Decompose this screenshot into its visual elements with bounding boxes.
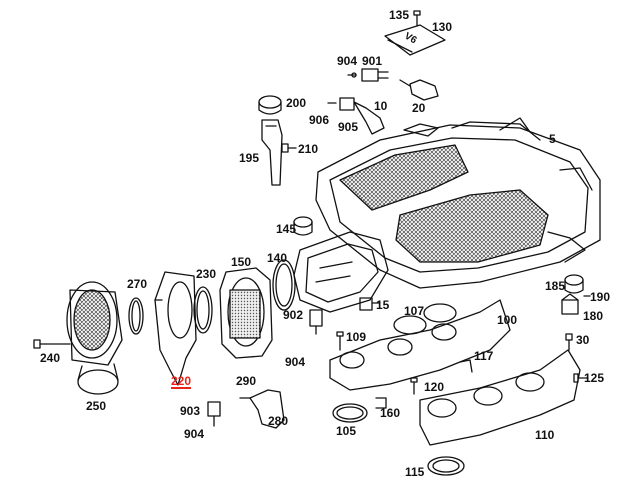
part-160-clip	[375, 397, 387, 409]
callout-100: 100	[497, 313, 518, 327]
callout-280: 280	[268, 414, 289, 428]
part-135-screw	[413, 10, 421, 27]
callout-905: 905	[338, 120, 359, 134]
callout-125: 125	[584, 371, 605, 385]
callout-906: 906	[309, 113, 330, 127]
callout-5: 5	[549, 132, 556, 146]
callout-130: 130	[432, 20, 453, 34]
callout-105: 105	[336, 424, 357, 438]
part-105-gasket	[332, 403, 368, 423]
callout-904: 904	[337, 54, 358, 68]
callout-290: 290	[236, 374, 257, 388]
callout-200: 200	[286, 96, 307, 110]
part-195-bracket	[261, 119, 283, 186]
callout-210: 210	[298, 142, 319, 156]
callout-135: 135	[389, 8, 410, 22]
part-145-cap	[293, 216, 313, 236]
callout-195: 195	[239, 151, 260, 165]
callout-15: 15	[376, 298, 390, 312]
part-902-connector	[309, 309, 323, 335]
callout-117: 117	[474, 349, 494, 363]
part-903-connector	[207, 401, 221, 427]
part-120-bolt	[410, 377, 418, 395]
callout-115: 115	[405, 465, 425, 479]
callout-185: 185	[545, 279, 566, 293]
part-250-air-intake	[66, 281, 123, 395]
part-100-lower-manifold	[329, 299, 511, 391]
callout-270: 270	[127, 277, 148, 291]
callout-902: 902	[283, 308, 304, 322]
callout-20: 20	[412, 101, 426, 115]
part-185-cap	[564, 274, 584, 294]
callout-107: 107	[404, 304, 425, 318]
callout-220-highlighted: 220	[171, 374, 192, 389]
callout-180: 180	[583, 309, 604, 323]
part-lower-housing	[293, 231, 389, 313]
part-270-seal	[128, 297, 144, 335]
callout-150: 150	[231, 255, 252, 269]
part-15-sensor	[359, 297, 381, 311]
part-230-o-ring	[193, 286, 213, 334]
part-180-fitting	[561, 293, 579, 315]
part-20-valve	[399, 79, 439, 101]
callout-110: 110	[535, 428, 555, 442]
part-140-seal	[272, 259, 296, 311]
callout-230: 230	[196, 267, 217, 281]
callout-140: 140	[267, 251, 288, 265]
part-210-bolt	[281, 143, 297, 153]
part-130-engine-cover-badge	[384, 24, 446, 56]
callout-904: 904	[184, 427, 205, 441]
part-110-lower-manifold	[419, 349, 581, 446]
part-240-bolt	[33, 339, 71, 349]
callout-109: 109	[346, 330, 367, 344]
part-30-bolt	[565, 333, 573, 351]
part-280-bracket	[239, 389, 285, 429]
part-117-bracket	[459, 359, 473, 373]
part-5-intake-manifold	[315, 117, 601, 289]
part-220-throttle-plate	[154, 271, 197, 386]
callout-250: 250	[86, 399, 107, 413]
part-200-cap	[258, 95, 282, 115]
callout-190: 190	[590, 290, 611, 304]
callout-120: 120	[424, 380, 445, 394]
callout-901: 901	[362, 54, 383, 68]
part-10-sensor	[327, 97, 385, 135]
part-150-throttle-body	[219, 267, 273, 359]
callout-30: 30	[576, 333, 590, 347]
part-109-bolt	[336, 331, 344, 351]
part-901-sensor	[347, 68, 389, 82]
callout-904: 904	[285, 355, 306, 369]
callout-10: 10	[374, 99, 388, 113]
callout-903: 903	[180, 404, 201, 418]
callout-160: 160	[380, 406, 401, 420]
part-125-bolt	[573, 373, 589, 383]
part-115-gasket	[427, 456, 465, 476]
callout-240: 240	[40, 351, 61, 365]
callout-145: 145	[276, 222, 297, 236]
